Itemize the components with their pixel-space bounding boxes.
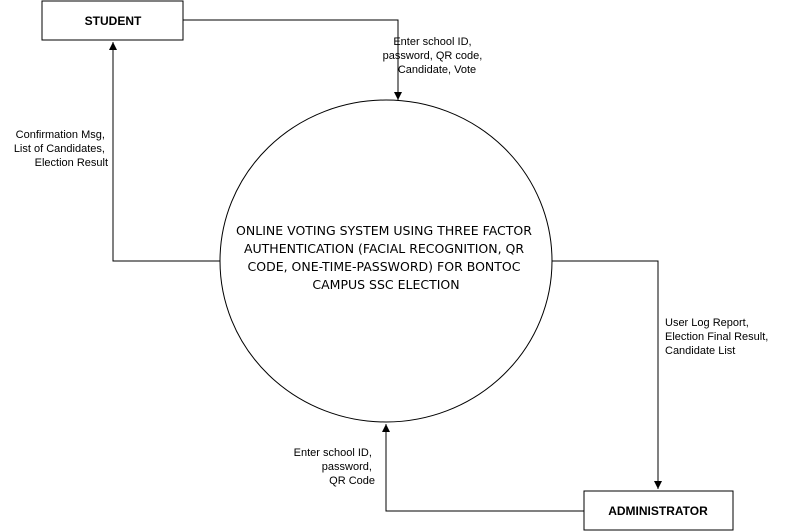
flow-student-to-system-arrow xyxy=(183,19,402,100)
flow-label-line: QR Code xyxy=(329,475,375,487)
flow-label-line: Election Result xyxy=(35,157,108,169)
process-title-line: ONLINE VOTING SYSTEM USING THREE FACTOR xyxy=(236,223,532,238)
flow-label-line: Confirmation Msg, xyxy=(16,129,105,141)
flow-label-line: Candidate List xyxy=(665,345,735,357)
flow-label-line: Enter school ID, xyxy=(393,36,471,48)
process-title-line: CAMPUS SSC ELECTION xyxy=(312,277,459,292)
process-circle: ONLINE VOTING SYSTEM USING THREE FACTOR … xyxy=(219,99,553,423)
process-title-line: AUTHENTICATION (FACIAL RECOGNITION, QR xyxy=(244,241,524,256)
student-entity: STUDENT xyxy=(41,0,184,41)
flow-system-to-admin-label: User Log Report, Election Final Result, … xyxy=(665,317,771,357)
administrator-label: ADMINISTRATOR xyxy=(608,504,708,518)
administrator-entity: ADMINISTRATOR xyxy=(583,490,734,531)
process-title-line: CODE, ONE-TIME-PASSWORD) FOR BONTOC xyxy=(248,259,521,274)
flow-label-line: User Log Report, xyxy=(665,317,749,329)
flow-label-line: Candidate, Vote xyxy=(398,64,476,76)
flow-label-line: Enter school ID, xyxy=(294,447,372,459)
flow-admin-to-system-arrow xyxy=(382,424,584,512)
flow-system-to-student-label: Confirmation Msg, List of Candidates, El… xyxy=(14,129,108,169)
flow-label-line: Election Final Result, xyxy=(665,331,768,343)
flow-admin-to-system-label: Enter school ID, password, QR Code xyxy=(294,447,375,487)
flow-student-to-system-label: Enter school ID, password, QR code, Cand… xyxy=(383,36,486,76)
flow-label-line: password, xyxy=(322,461,372,473)
student-label: STUDENT xyxy=(85,14,142,28)
process-title: ONLINE VOTING SYSTEM USING THREE FACTOR … xyxy=(236,223,536,292)
flow-system-to-admin-arrow xyxy=(552,260,662,489)
flow-label-line: password, QR code, xyxy=(383,50,483,62)
flow-system-to-student-arrow xyxy=(109,42,220,262)
flow-label-line: List of Candidates, xyxy=(14,143,105,155)
